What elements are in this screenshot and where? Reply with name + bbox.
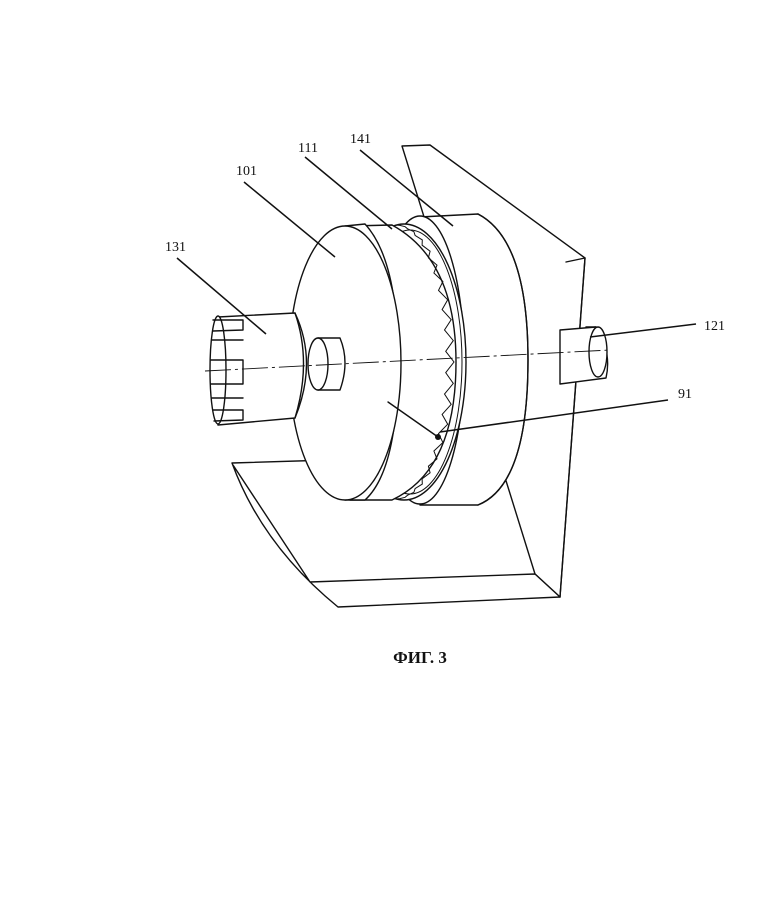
label-111: 111 (298, 141, 318, 156)
label-131: 131 (165, 240, 186, 255)
figure-caption: ФИГ. 3 (340, 648, 500, 668)
label-101: 101 (236, 164, 257, 179)
label-91: 91 (678, 387, 692, 402)
label-141: 141 (350, 132, 371, 147)
label-121: 121 (704, 319, 725, 334)
